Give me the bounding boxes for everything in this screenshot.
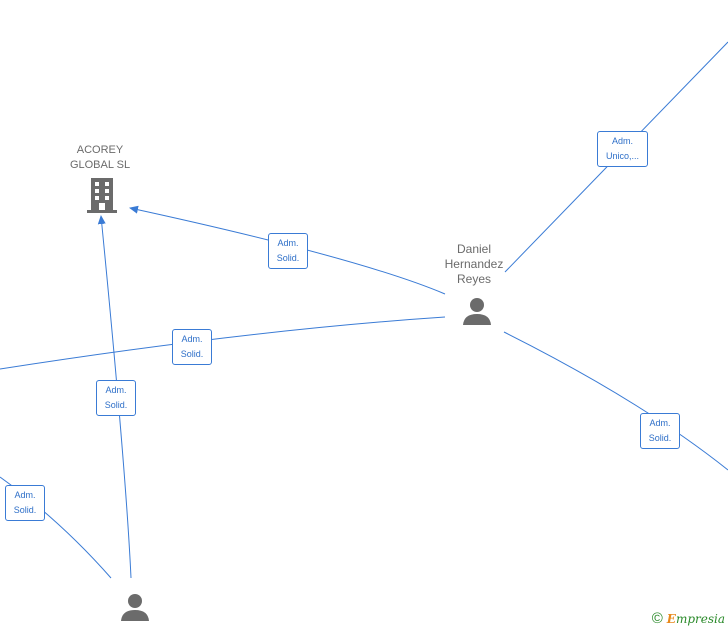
edge-label-adm-solid[interactable]: Adm. Solid.	[5, 485, 45, 521]
edge-label-line2: Solid.	[180, 349, 204, 359]
edge-label-adm-unico[interactable]: Adm. Unico,...	[597, 131, 648, 167]
edge-label-line1: Adm.	[14, 490, 36, 500]
copyright-icon: ©	[651, 610, 663, 627]
edge-label-line1: Adm.	[105, 385, 127, 395]
edge-label-line1: Adm.	[277, 238, 299, 248]
edge-label-line1: Adm.	[649, 418, 671, 428]
brand-text: mpresia	[675, 611, 725, 626]
brand-initial: E	[666, 611, 676, 626]
brand-logo: Empresia	[667, 612, 725, 626]
edge-daniel-to-company	[129, 205, 446, 295]
edge-label-line1: Adm.	[611, 136, 633, 146]
person-name-daniel[interactable]: Daniel Hernandez Reyes	[444, 242, 504, 286]
edge-label-adm-solid[interactable]: Adm. Solid.	[268, 233, 308, 269]
edge-label-line2: Unico,...	[605, 151, 639, 161]
edge-daniel-to-left	[0, 316, 446, 370]
edge-bottom-person-to-company	[97, 215, 132, 579]
edge-label-line2: Solid.	[13, 505, 37, 515]
person-icon[interactable]	[120, 592, 150, 622]
company-name[interactable]: ACOREY GLOBAL SL	[69, 144, 131, 171]
empresia-watermark: © Empresia	[652, 610, 725, 627]
building-icon[interactable]	[86, 178, 118, 214]
edge-label-line2: Solid.	[104, 400, 128, 410]
edge-label-line2: Solid.	[648, 433, 672, 443]
edge-label-line2: Solid.	[276, 253, 300, 263]
edge-label-adm-solid[interactable]: Adm. Solid.	[640, 413, 680, 449]
edge-label-adm-solid[interactable]: Adm. Solid.	[172, 329, 212, 365]
edge-daniel-to-bottom-right	[503, 331, 728, 471]
person-icon[interactable]	[462, 296, 492, 326]
edge-label-adm-solid[interactable]: Adm. Solid.	[96, 380, 136, 416]
edge-label-line1: Adm.	[181, 334, 203, 344]
